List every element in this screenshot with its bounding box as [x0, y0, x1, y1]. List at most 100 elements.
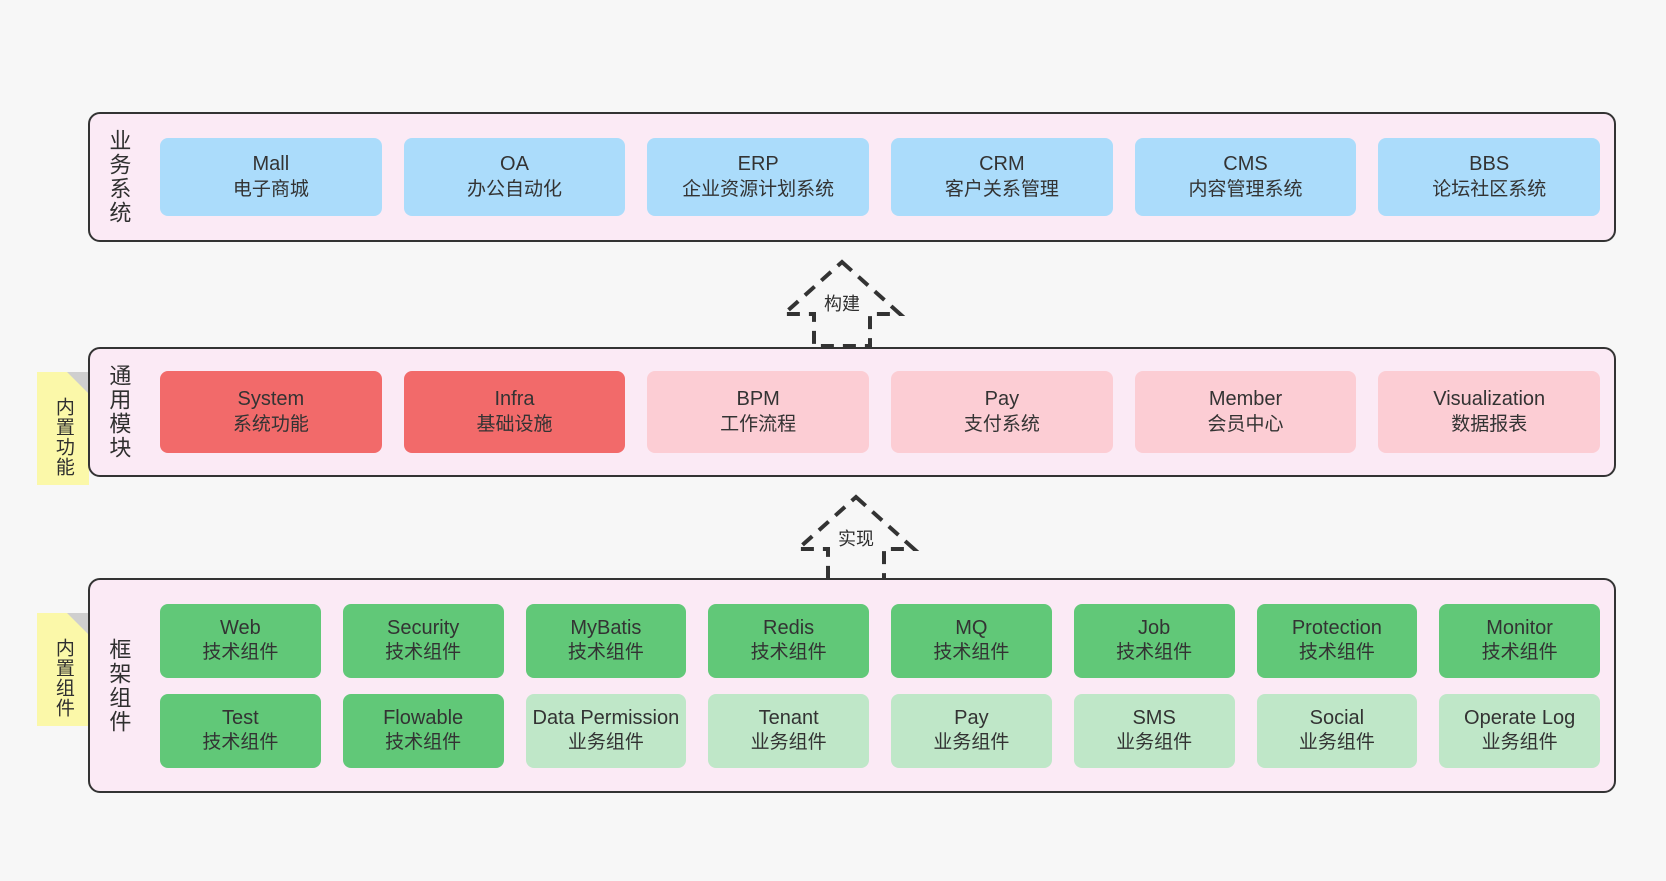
frame-card-mq[interactable]: MQ 技术组件	[891, 603, 1052, 678]
card-title: SMS	[1132, 706, 1176, 729]
card-title: Security	[387, 616, 460, 639]
layer-frame-label: 框架组件	[106, 637, 132, 734]
card-subtitle: 业务组件	[750, 732, 827, 754]
card-title: BPM	[736, 388, 780, 411]
card-subtitle: 技术组件	[1298, 642, 1375, 664]
connector-build: 构建	[752, 252, 932, 352]
sticky-note-builtin-components: 内置组件	[37, 613, 89, 726]
frame-card-tenant[interactable]: Tenant 业务组件	[708, 693, 869, 768]
card-title: Redis	[763, 616, 815, 639]
card-subtitle: 技术组件	[1481, 642, 1558, 664]
frame-card-mybatis[interactable]: MyBatis 技术组件	[525, 603, 687, 678]
card-title: Pay	[984, 388, 1020, 411]
frame-card-flowable[interactable]: Flowable 技术组件	[342, 693, 504, 768]
card-subtitle: 技术组件	[202, 732, 279, 754]
connector-implement: 实现	[766, 487, 946, 587]
frame-card-protection[interactable]: Protection 技术组件	[1256, 603, 1418, 678]
card-subtitle: 业务组件	[933, 732, 1010, 754]
frame-card-job[interactable]: Job 技术组件	[1073, 603, 1235, 678]
frame-card-security[interactable]: Security 技术组件	[342, 603, 504, 678]
card-subtitle: 技术组件	[385, 642, 462, 664]
frame-card-pay[interactable]: Pay 业务组件	[891, 693, 1052, 768]
card-title: MyBatis	[570, 616, 642, 639]
frame-card-web[interactable]: Web 技术组件	[160, 603, 321, 678]
card-subtitle: 技术组件	[750, 642, 827, 664]
card-title: Member	[1208, 388, 1283, 411]
card-subtitle: 技术组件	[385, 732, 462, 754]
card-subtitle: 会员中心	[1207, 413, 1284, 435]
card-title: Mall	[252, 153, 290, 176]
frame-card-redis[interactable]: Redis 技术组件	[708, 603, 869, 678]
card-title: Flowable	[383, 706, 464, 729]
card-title: CRM	[979, 153, 1025, 176]
card-subtitle: 业务组件	[567, 732, 644, 754]
sticky-note-builtin-features-label: 内置功能	[52, 396, 74, 477]
card-title: Monitor	[1486, 616, 1553, 639]
card-subtitle: 系统功能	[232, 413, 309, 435]
card-title: Web	[219, 616, 261, 639]
sticky-note-builtin-components-label: 内置组件	[52, 637, 74, 718]
frame-card-test[interactable]: Test 技术组件	[160, 693, 321, 768]
card-title: OA	[500, 153, 529, 176]
card-title: Job	[1138, 616, 1171, 639]
frame-card-monitor[interactable]: Monitor 技术组件	[1439, 603, 1600, 678]
card-title: Operate Log	[1464, 706, 1576, 729]
card-subtitle: 工作流程	[720, 413, 797, 435]
card-title: Visualization	[1433, 388, 1546, 411]
frame-card-sms[interactable]: SMS 业务组件	[1073, 693, 1235, 768]
card-subtitle: 技术组件	[933, 642, 1010, 664]
card-title: MQ	[955, 616, 988, 639]
card-title: Pay	[954, 706, 989, 729]
card-title: Protection	[1291, 616, 1382, 639]
card-title: Tenant	[758, 706, 819, 729]
sticky-note-builtin-features: 内置功能	[37, 372, 89, 485]
card-subtitle: 技术组件	[202, 642, 279, 664]
layer-module-label: 通用模块	[106, 364, 132, 460]
frame-card-operate-log[interactable]: Operate Log 业务组件	[1439, 693, 1600, 768]
card-subtitle: 数据报表	[1451, 413, 1528, 435]
card-title: CMS	[1223, 153, 1268, 176]
card-subtitle: 企业资源计划系统	[682, 178, 835, 200]
card-subtitle: 业务组件	[1116, 732, 1193, 754]
connector-implement-label: 实现	[838, 529, 874, 549]
card-title: Test	[222, 706, 259, 729]
card-subtitle: 技术组件	[567, 642, 644, 664]
card-subtitle: 技术组件	[1116, 642, 1193, 664]
layer-business-label: 业务系统	[106, 129, 132, 225]
dashed-hollow-arrow-up-icon	[792, 494, 920, 583]
card-subtitle: 内容管理系统	[1188, 178, 1303, 200]
card-subtitle: 支付系统	[963, 413, 1040, 435]
card-subtitle: 基础设施	[476, 413, 553, 435]
card-subtitle: 电子商城	[232, 178, 309, 200]
card-title: Infra	[494, 388, 535, 411]
card-title: BBS	[1469, 153, 1510, 176]
card-subtitle: 业务组件	[1481, 732, 1558, 754]
card-subtitle: 业务组件	[1298, 732, 1375, 754]
card-title: ERP	[737, 153, 779, 176]
